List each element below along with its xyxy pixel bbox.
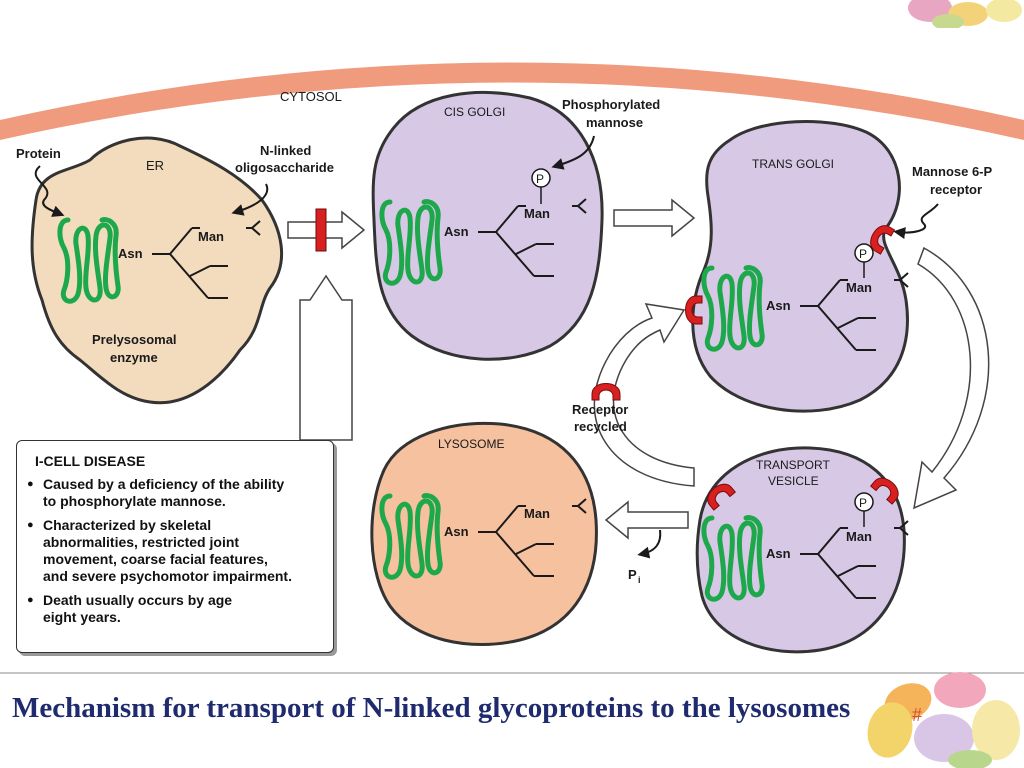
trans-golgi-man-label: Man [846,280,872,295]
vesicle-man-label: Man [846,529,872,544]
candy-eggs-bottom-decoration [867,672,1020,768]
cis-to-trans-golgi-arrow [613,198,696,238]
er-compartment [30,136,283,405]
icell-bullet-death: Death usually occurs by age eight years. [27,592,325,626]
prelysosomal-label-line2: enzyme [110,350,158,365]
m6p-receptor-pointer-arrow [893,203,939,239]
receptor-recycled-label-line2: recycled [574,419,627,434]
trans-golgi-phosphate-label: P [859,247,867,261]
prelysosomal-label-line1: Prelysosomal [92,332,177,347]
phosphorylated-pointer-arrow [551,135,595,170]
icell-disease-bullets: Caused by a deficiency of the ability to… [27,476,325,626]
m6p-receptor-label-line2: receptor [930,182,982,197]
phosphate-release-arrow [637,529,662,559]
transport-vesicle-label-line2: VESICLE [768,474,819,488]
lysosome-man-label: Man [524,506,550,521]
cis-golgi-compartment [371,90,604,361]
icell-pointer-arrow [299,274,353,441]
receptor-recycled-label-line1: Receptor [572,402,628,417]
cis-golgi-asn-label: Asn [444,224,469,239]
trans-golgi-to-vesicle-arrow [913,246,990,510]
receptor-recycling-arrow [593,303,695,487]
pi-label: P [628,567,637,582]
lysosome-asn-label: Asn [444,524,469,539]
icell-disease-title: I-CELL DISEASE [35,453,146,469]
m6p-receptor-label-line1: Mannose 6-P [912,164,993,179]
phosphorylated-label-line2: mannose [586,115,643,130]
cytosol-label: CYTOSOL [280,89,342,104]
lysosome-compartment [370,421,598,646]
blocked-transport-bar [315,208,327,252]
n-linked-label-line1: N-linked [260,143,311,158]
slide-caption: Mechanism for transport of N-linked glyc… [12,692,851,724]
pi-subscript: i [638,575,641,585]
trans-golgi-label: TRANS GOLGI [752,157,834,171]
n-linked-label-line2: oligosaccharide [235,160,334,175]
icell-disease-box: I-CELL DISEASE Caused by a deficiency of… [16,440,334,653]
icell-bullet-characteristics: Characterized by skeletal abnormalities,… [27,517,325,585]
vesicle-phosphate-label: P [859,496,867,510]
top-strip [0,0,1024,28]
cell-membrane-band [0,62,1024,140]
cis-golgi-label: CIS GOLGI [444,105,505,119]
vesicle-to-lysosome-arrow [604,500,689,540]
protein-label: Protein [16,146,61,161]
phosphorylated-label-line1: Phosphorylated [562,97,660,112]
candy-eggs-top-decoration [908,0,1022,30]
vesicle-asn-label: Asn [766,546,791,561]
er-man-label: Man [198,229,224,244]
er-asn-label: Asn [118,246,143,261]
transport-vesicle-label-line1: TRANSPORT [756,458,830,472]
er-label: ER [146,158,164,173]
slide-number: # [912,704,922,726]
icell-bullet-cause: Caused by a deficiency of the ability to… [27,476,325,510]
protein-pointer-arrow [34,165,65,217]
trans-golgi-asn-label: Asn [766,298,791,313]
transport-vesicle-compartment [695,446,906,654]
cis-golgi-phosphate-label: P [536,172,544,186]
oligosaccharide-pointer-arrow [231,183,269,216]
cis-golgi-man-label: Man [524,206,550,221]
lysosome-label: LYSOSOME [438,437,504,451]
